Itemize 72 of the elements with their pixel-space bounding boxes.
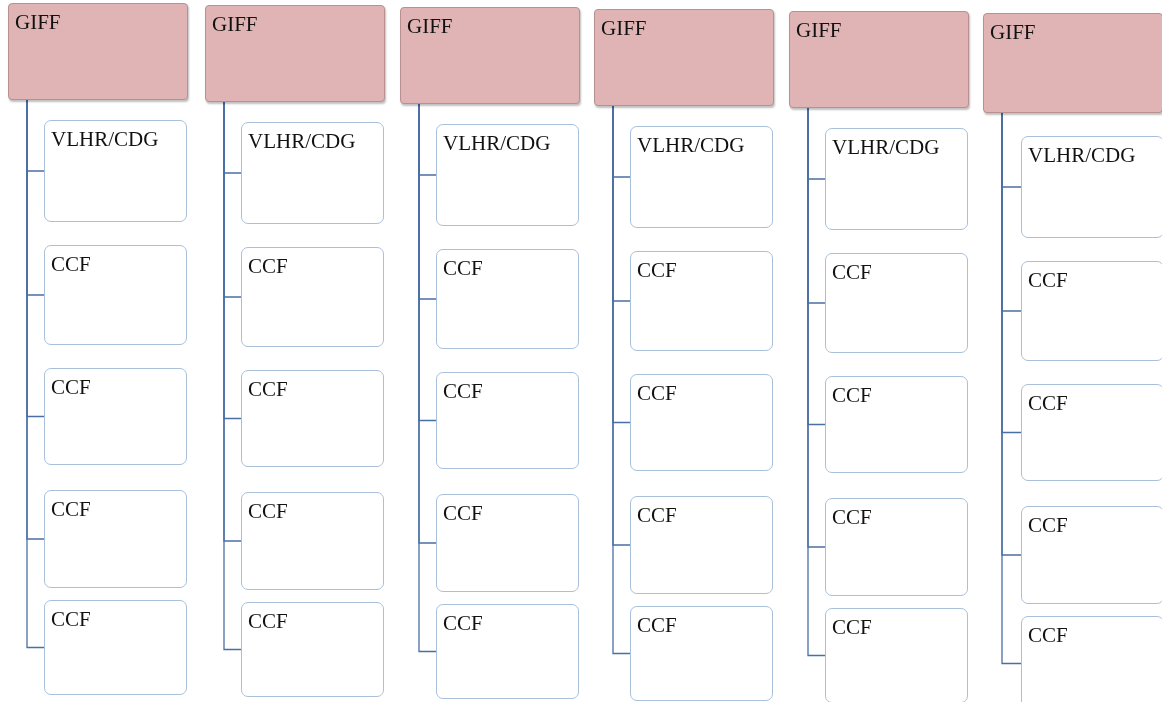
process-box	[44, 600, 187, 695]
box-label: GIFF	[407, 14, 453, 39]
box-label: CCF	[51, 607, 91, 632]
box-label: GIFF	[601, 16, 647, 41]
process-box	[241, 602, 384, 697]
process-box	[436, 494, 579, 592]
process-box	[630, 374, 773, 471]
box-label: CCF	[637, 503, 677, 528]
process-box	[241, 122, 384, 224]
process-box	[436, 604, 579, 699]
header-box	[8, 3, 188, 100]
header-box	[789, 11, 969, 108]
process-box	[241, 370, 384, 467]
box-label: CCF	[443, 379, 483, 404]
box-label: VLHR/CDG	[637, 133, 745, 158]
process-box	[630, 606, 773, 701]
process-box	[44, 490, 187, 588]
box-label: CCF	[637, 258, 677, 283]
header-box	[594, 9, 774, 106]
process-box	[44, 245, 187, 345]
process-box	[1021, 136, 1162, 238]
box-label: CCF	[832, 260, 872, 285]
box-label: CCF	[637, 613, 677, 638]
process-box	[825, 498, 968, 596]
box-label: CCF	[248, 377, 288, 402]
box-label: VLHR/CDG	[832, 135, 940, 160]
box-label: CCF	[637, 381, 677, 406]
process-box	[44, 120, 187, 222]
process-box	[436, 124, 579, 226]
process-box	[436, 372, 579, 469]
process-box	[1021, 616, 1162, 702]
process-box	[630, 496, 773, 594]
box-label: CCF	[443, 611, 483, 636]
header-box	[983, 13, 1162, 113]
process-box	[436, 249, 579, 349]
process-box	[1021, 506, 1162, 604]
process-box	[241, 247, 384, 347]
box-label: VLHR/CDG	[443, 131, 551, 156]
header-box	[205, 5, 385, 102]
process-box	[825, 253, 968, 353]
header-box	[400, 7, 580, 104]
box-label: CCF	[1028, 268, 1068, 293]
process-box	[1021, 261, 1162, 361]
box-label: CCF	[51, 375, 91, 400]
box-label: CCF	[443, 501, 483, 526]
box-label: CCF	[1028, 391, 1068, 416]
box-label: CCF	[1028, 623, 1068, 648]
box-label: VLHR/CDG	[51, 127, 159, 152]
process-box	[825, 608, 968, 702]
box-label: GIFF	[212, 12, 258, 37]
box-label: CCF	[443, 256, 483, 281]
process-box	[630, 126, 773, 228]
box-label: GIFF	[796, 18, 842, 43]
box-label: CCF	[248, 499, 288, 524]
process-box	[241, 492, 384, 590]
box-label: CCF	[1028, 513, 1068, 538]
box-label: GIFF	[15, 10, 61, 35]
box-label: CCF	[832, 615, 872, 640]
box-label: CCF	[51, 497, 91, 522]
box-label: CCF	[51, 252, 91, 277]
process-box	[630, 251, 773, 351]
process-box	[44, 368, 187, 465]
box-label: VLHR/CDG	[1028, 143, 1136, 168]
box-label: CCF	[832, 383, 872, 408]
process-box	[1021, 384, 1162, 481]
process-box	[825, 128, 968, 230]
box-label: GIFF	[990, 20, 1036, 45]
process-box	[825, 376, 968, 473]
box-label: CCF	[248, 254, 288, 279]
box-label: VLHR/CDG	[248, 129, 356, 154]
box-label: CCF	[248, 609, 288, 634]
box-label: CCF	[832, 505, 872, 530]
